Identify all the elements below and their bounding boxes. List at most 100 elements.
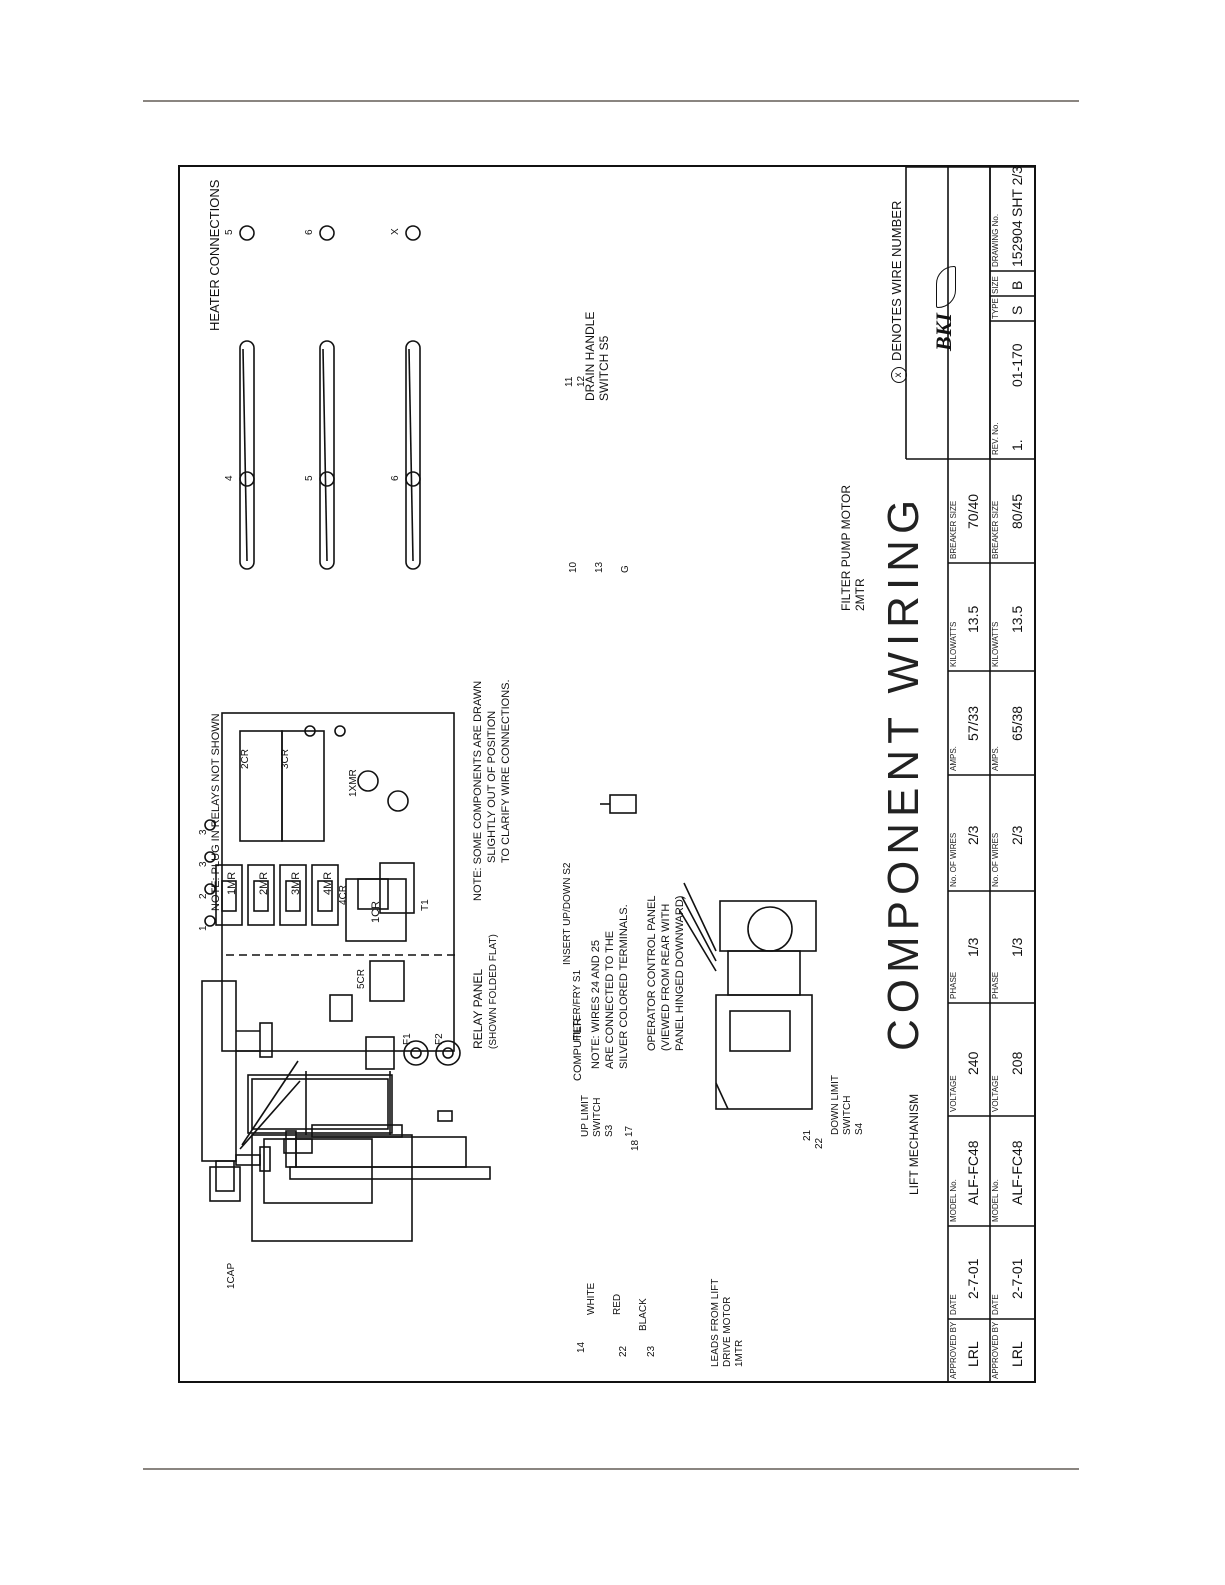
- wire-number: 22: [618, 1345, 629, 1357]
- up-limit-line1: UP LIMIT: [580, 1094, 591, 1137]
- cr5-label: 5CR: [356, 968, 367, 989]
- wire-number: G: [620, 565, 631, 573]
- lift-mechanism: [209, 1071, 491, 1202]
- cap-label: 1CAP: [226, 1262, 237, 1289]
- tb-header-model-2: MODEL No.: [991, 1179, 1000, 1222]
- tb-r1-model: ALF-FC48: [965, 1140, 981, 1205]
- up-limit-line3: S3: [604, 1124, 615, 1137]
- tb-header-phase-2: PHASE: [991, 971, 1000, 999]
- operator-panel: [247, 1074, 413, 1242]
- tb-header-wires: No. OF WIRES: [949, 832, 958, 887]
- relay-panel-sublabel: (SHOWN FOLDED FLAT): [488, 934, 499, 1049]
- drain-handle-line2: SWITCH S5: [597, 335, 611, 401]
- bki-logo-text: BKI: [931, 313, 956, 351]
- component-wiring-title: COMPONENT WIRING: [879, 493, 928, 1051]
- wire-number: 5: [304, 475, 315, 481]
- relay-panel-outline: [221, 712, 455, 1122]
- tb-header-amps: AMPS.: [949, 746, 958, 771]
- tb-r1-phase: 1/3: [965, 937, 981, 957]
- mr3-label: 3MR: [290, 871, 302, 895]
- wire-number: 22: [814, 1137, 825, 1149]
- up-limit-line2: SWITCH: [592, 1097, 603, 1137]
- tb-doc-value: 01-170: [1009, 343, 1025, 387]
- tb-r1-kilowatts: 13.5: [965, 605, 981, 633]
- wire-number: 23: [646, 1345, 657, 1357]
- wires-note-line2: ARE CONNECTED TO THE: [604, 930, 616, 1069]
- tb-sheet-value: SHT 2/3: [1009, 165, 1025, 217]
- header-rule: [143, 100, 1079, 102]
- wire-number: 6: [390, 475, 401, 481]
- tb-header-date-2: DATE: [991, 1294, 1000, 1315]
- wire-number: 3: [198, 861, 209, 867]
- leads-line1: LEADS FROM LIFT: [710, 1278, 721, 1367]
- down-limit-line1: DOWN LIMIT: [830, 1075, 841, 1135]
- tb-r1-wires: 2/3: [965, 825, 981, 845]
- tb-r1-voltage: 240: [965, 1051, 981, 1075]
- wire-number-symbol-icon: x: [891, 367, 907, 383]
- tb-r1-breaker: 70/40: [965, 493, 981, 529]
- tb-header-voltage: VOLTAGE: [949, 1075, 958, 1112]
- leads-line3: 1MTR: [734, 1339, 745, 1367]
- tb-header-model: MODEL No.: [949, 1179, 958, 1222]
- fuse-terminals: [365, 1036, 461, 1070]
- cr4-label: 4CR: [338, 884, 349, 905]
- black-lead-label: BLACK: [638, 1298, 649, 1331]
- wire-number: 18: [630, 1139, 641, 1151]
- red-lead-label: RED: [612, 1293, 623, 1315]
- tb-r2-phase: 1/3: [1009, 937, 1025, 957]
- lift-mechanism-label: LIFT MECHANISM: [907, 1093, 921, 1195]
- heater-bars: [239, 225, 421, 570]
- tb-r2-breaker: 80/45: [1009, 493, 1025, 529]
- drain-handle-switch: [600, 794, 637, 814]
- footer-rule: [143, 1468, 1079, 1470]
- tb-header-date: DATE: [949, 1294, 958, 1315]
- filter-pump-line1: FILTER PUMP MOTOR: [839, 484, 853, 611]
- tb-r2-amps: 65/38: [1009, 705, 1025, 741]
- tb-header-kilowatts-2: KILOWATTS: [991, 621, 1000, 667]
- bki-logo-icon: [935, 265, 956, 308]
- contactors: [215, 864, 407, 1022]
- down-limit-line2: SWITCH: [842, 1095, 853, 1135]
- tb-header-kilowatts: KILOWATTS: [949, 621, 958, 667]
- tb-r2-voltage: 208: [1009, 1051, 1025, 1075]
- f1-label: F1: [402, 1033, 413, 1045]
- tb-header-wires-2: No. OF WIRES: [991, 832, 1000, 887]
- cr2-label: 2CR: [240, 748, 251, 769]
- white-lead-label: WHITE: [586, 1282, 597, 1315]
- cr3-label: 3CR: [280, 748, 291, 769]
- f2-label: F2: [434, 1033, 445, 1045]
- wire-number: 10: [568, 561, 579, 573]
- diagram-graphics: [204, 167, 1034, 1381]
- tb-r1-approved: LRL: [965, 1341, 981, 1367]
- wire-number: 3: [198, 829, 209, 835]
- tb-header-voltage-2: VOLTAGE: [991, 1075, 1000, 1112]
- title-block-lines: [905, 167, 1034, 1381]
- bki-logo: BKI: [931, 265, 956, 351]
- wires-note-line1: NOTE: WIRES 24 AND 25: [590, 940, 602, 1069]
- plug-in-relays-note: NOTE: PLUG IN RELAYS NOT SHOWN: [210, 713, 222, 911]
- tb-type-header: TYPE: [991, 298, 1000, 319]
- components-note-line1: NOTE: SOME COMPONENTS ARE DRAWN: [472, 680, 484, 901]
- wiring-drawing-sheet: HEATER CONNECTIONS NOTE: PLUG IN RELAYS …: [178, 165, 1036, 1383]
- tb-r2-model: ALF-FC48: [1009, 1140, 1025, 1205]
- tb-type-value: S: [1009, 305, 1025, 315]
- tb-header-breaker: BREAKER SIZE: [949, 500, 958, 559]
- tb-r1-amps: 57/33: [965, 705, 981, 741]
- wire-bubbles: [204, 725, 346, 927]
- components-note-line2: SLIGHTLY OUT OF POSITION: [486, 710, 498, 863]
- lift-graphics: [201, 980, 301, 1192]
- wire-number: 17: [624, 1125, 635, 1137]
- tb-header-approved: APPROVED BY: [949, 1321, 958, 1379]
- tb-drawing-no-header: DRAWING No.: [991, 213, 1000, 267]
- tb-size-value: B: [1009, 280, 1025, 290]
- wire-number: 11: [564, 376, 575, 387]
- xmr-label: 1XMR: [348, 769, 359, 797]
- tb-r1-date: 2-7-01: [965, 1258, 981, 1299]
- wire-number: X: [390, 228, 401, 235]
- tb-drawing-no-value: 152904: [1009, 220, 1025, 267]
- tb-header-amps-2: AMPS.: [991, 746, 1000, 771]
- leads-line2: DRIVE MOTOR: [722, 1296, 733, 1367]
- relay-panel-label: RELAY PANEL: [471, 968, 485, 1049]
- tb-rev-header: REV. No.: [991, 422, 1000, 455]
- wire-number: 2: [198, 893, 209, 899]
